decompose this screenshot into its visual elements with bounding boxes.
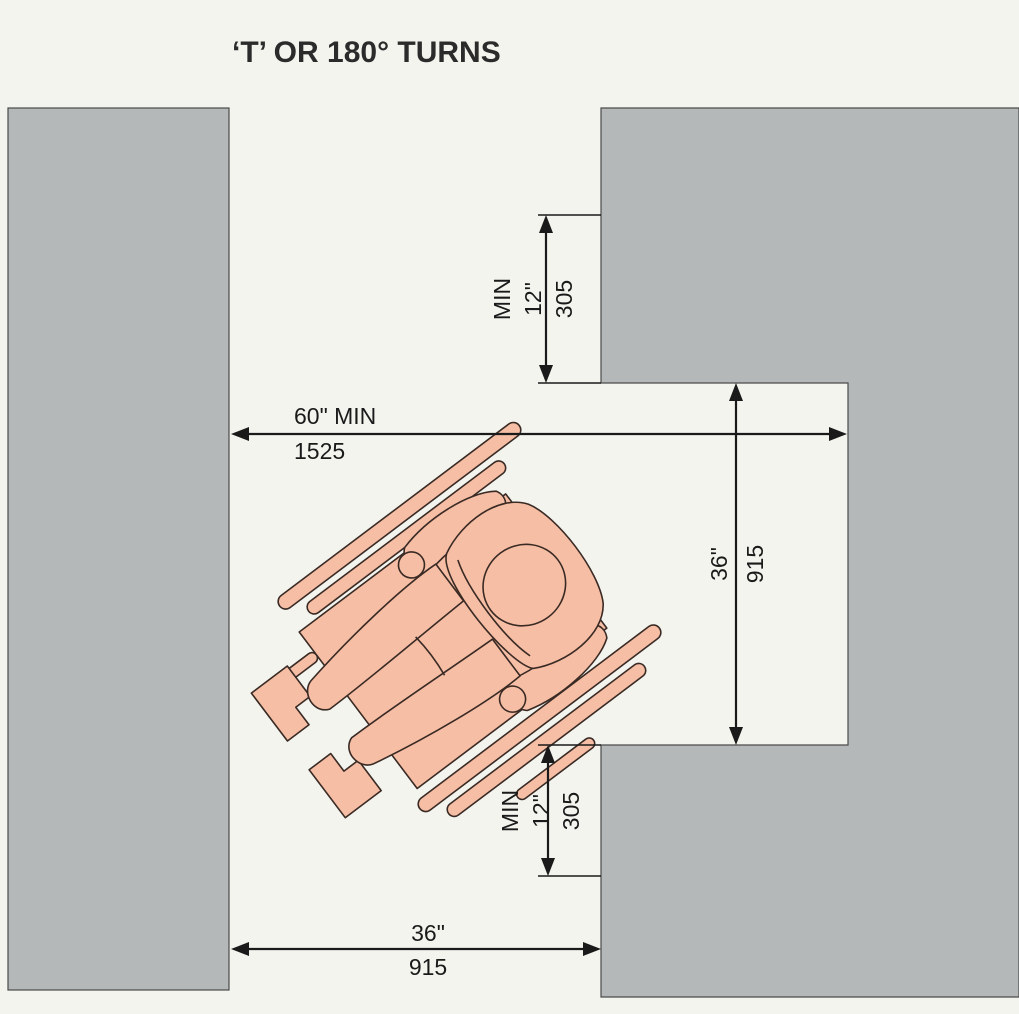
walls — [7, 107, 1019, 998]
corridor-width-imperial: 60" MIN — [294, 403, 376, 429]
alcove-depth-metric: 915 — [742, 545, 768, 583]
dimension-upper-clearance: MIN 12" 305 — [489, 214, 601, 384]
upper-clearance-imperial: 12" — [520, 282, 546, 316]
alcove-depth-imperial: 36" — [706, 547, 732, 581]
lower-clearance-imperial: 12" — [528, 794, 554, 828]
upper-clearance-metric: 305 — [551, 280, 577, 318]
left-wall — [7, 107, 230, 991]
dimension-corridor-width: 60" MIN 1525 — [231, 403, 847, 464]
lower-clearance-label: MIN — [497, 790, 523, 832]
bottom-width-metric: 915 — [409, 954, 447, 980]
bottom-width-imperial: 36" — [411, 920, 445, 946]
diagram-title: ‘T’ OR 180° TURNS — [232, 36, 501, 69]
lower-clearance-metric: 305 — [558, 792, 584, 830]
dimension-lower-clearance: MIN 12" 305 — [497, 744, 601, 877]
corridor-width-metric: 1525 — [294, 438, 345, 464]
dimension-alcove-depth: 36" 915 — [706, 383, 768, 745]
upper-clearance-label: MIN — [489, 278, 515, 320]
dimension-bottom-width: 36" 915 — [231, 920, 601, 980]
